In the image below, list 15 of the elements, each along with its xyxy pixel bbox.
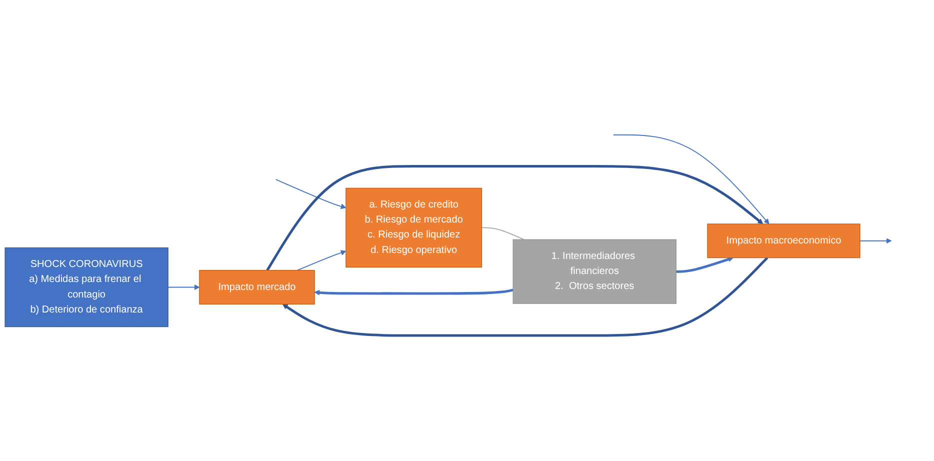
arrow — [282, 256, 768, 337]
arrow — [168, 284, 200, 290]
arrow — [612, 134, 770, 224]
arrow — [676, 256, 734, 273]
connector — [481, 227, 524, 240]
node-box: a. Riesgo de credito b. Riesgo de mercado c. Riesgo de liquidez d. Riesgo operativo — [346, 188, 482, 268]
arrow — [314, 288, 514, 296]
arrow — [266, 164, 764, 271]
arrow — [296, 250, 346, 271]
arrow — [275, 178, 346, 210]
node-box: SHOCK CORONAVIRUS a) Medidas para frenar el contagio b) Deterioro de confianza — [4, 247, 168, 328]
node-box: Impacto mercado — [199, 270, 315, 304]
node-box: Impacto macroeconomico — [707, 224, 860, 258]
arrow — [860, 238, 892, 244]
node-box: 1. Intermediadores financieros 2. Otros sectores — [512, 239, 676, 304]
